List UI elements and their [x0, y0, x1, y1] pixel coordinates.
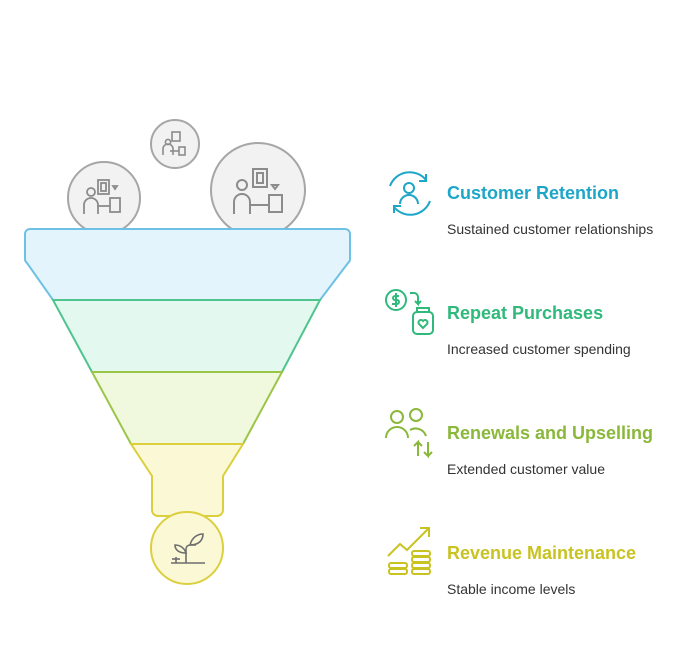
stage-description-purchases: Increased customer spending	[447, 341, 631, 357]
funnel-section-retention	[24, 228, 351, 301]
stage-description-retention: Sustained customer relationships	[447, 221, 654, 237]
stage-title-revenue: Revenue Maintenance	[447, 543, 637, 563]
customer-meeting-icon-right	[210, 142, 306, 238]
growing-plant-icon	[150, 511, 224, 585]
stage-description-renewals: Extended customer value	[447, 461, 605, 477]
customer-meeting-icon-left	[67, 161, 141, 235]
dollar-bag-heart-icon	[385, 289, 434, 335]
stage-title-purchases: Repeat Purchases	[447, 303, 604, 323]
stage-title-retention: Customer Retention	[447, 183, 620, 203]
funnel-section-revenue	[129, 443, 245, 517]
funnel-section-renewals	[90, 371, 284, 445]
people-arrows-icon	[385, 408, 433, 459]
chart-coins-icon	[387, 527, 431, 575]
funnel-section-purchases	[51, 299, 322, 373]
stage-title-renewals: Renewals and Upselling	[447, 423, 654, 443]
stage-description-revenue: Stable income levels	[447, 581, 576, 597]
people-refresh-icon	[389, 171, 431, 216]
customer-meeting-icon-small	[150, 119, 200, 169]
